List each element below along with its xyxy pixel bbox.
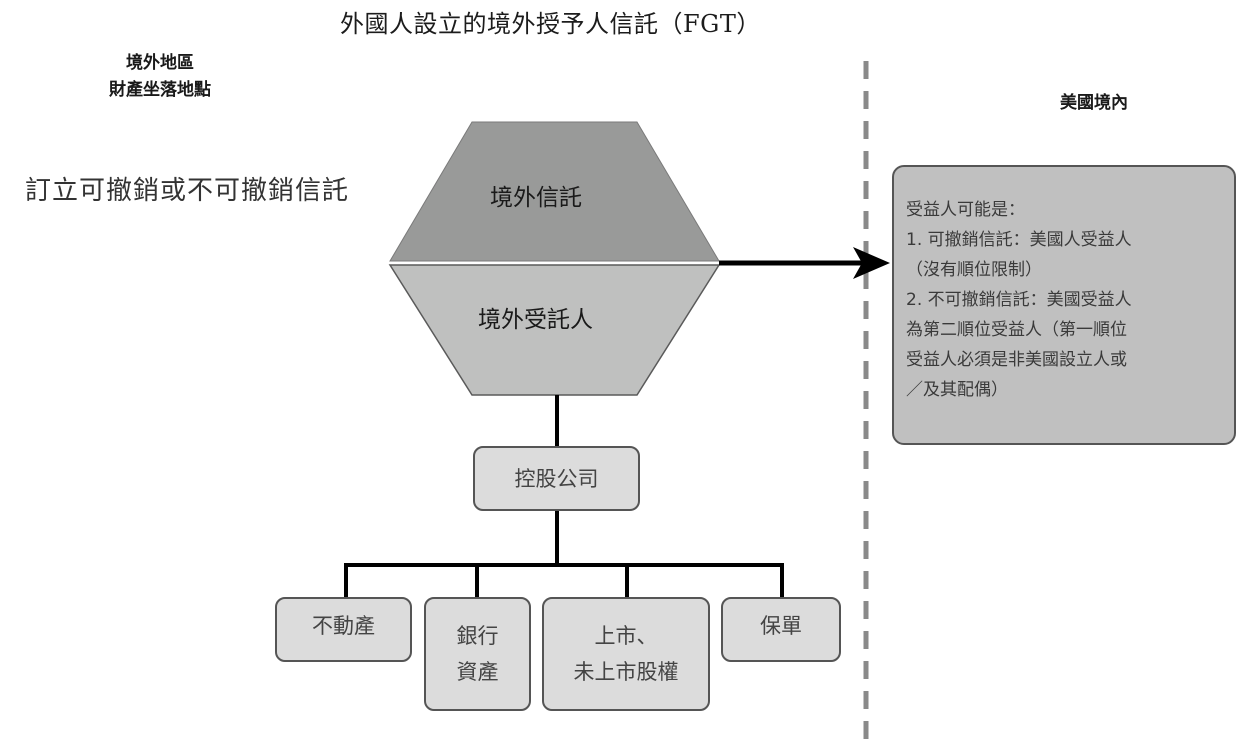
- asset-label: 保單: [760, 613, 802, 638]
- asset-label-line1: 銀行: [456, 624, 499, 648]
- offshore-trustee-label: 境外受託人: [478, 307, 593, 333]
- beneficiary-line: 1. 可撤銷信託：美國人受益人: [906, 230, 1132, 250]
- beneficiary-line: ／及其配偶）: [906, 380, 1008, 400]
- offshore-region-label: 境外地區 財產坐落地點: [80, 50, 240, 104]
- arrow-head-icon: [853, 247, 890, 279]
- holding-company-label: 控股公司: [514, 466, 599, 491]
- offshore-region-line1: 境外地區: [126, 53, 194, 73]
- offshore-trustee-shape: [388, 264, 721, 396]
- beneficiary-line: 2. 不可撤銷信託：美國受益人: [906, 290, 1132, 310]
- asset-label: 不動產: [312, 613, 375, 638]
- beneficiary-line: 受益人可能是：: [906, 200, 1025, 220]
- holding-company-box: 控股公司: [473, 446, 640, 511]
- us-region-label: 美國境內: [1060, 93, 1128, 113]
- establish-trust-text: 訂立可撤銷或不可撤銷信託: [25, 176, 350, 206]
- diagram-title: 外國人設立的境外授予人信託（FGT）: [340, 10, 761, 38]
- beneficiary-line: 為第二順位受益人（第一順位: [906, 320, 1127, 340]
- asset-label-line2: 資產: [456, 660, 499, 684]
- offshore-region-line2: 財產坐落地點: [109, 80, 211, 100]
- asset-box-real-estate: 不動產: [275, 597, 412, 662]
- asset-box-equity: 上市、 未上市股權: [542, 597, 710, 711]
- asset-label-line2: 未上市股權: [573, 660, 679, 684]
- beneficiary-info-box: 受益人可能是： 1. 可撤銷信託：美國人受益人 （沒有順位限制） 2. 不可撤銷…: [892, 165, 1236, 445]
- asset-box-insurance: 保單: [721, 597, 841, 662]
- beneficiary-line: （沒有順位限制）: [906, 260, 1042, 280]
- beneficiary-line: 受益人必須是非美國設立人或: [906, 350, 1127, 370]
- asset-label-line1: 上市、: [594, 624, 658, 648]
- asset-box-bank-assets: 銀行 資產: [424, 597, 531, 711]
- offshore-trust-label: 境外信託: [490, 185, 582, 211]
